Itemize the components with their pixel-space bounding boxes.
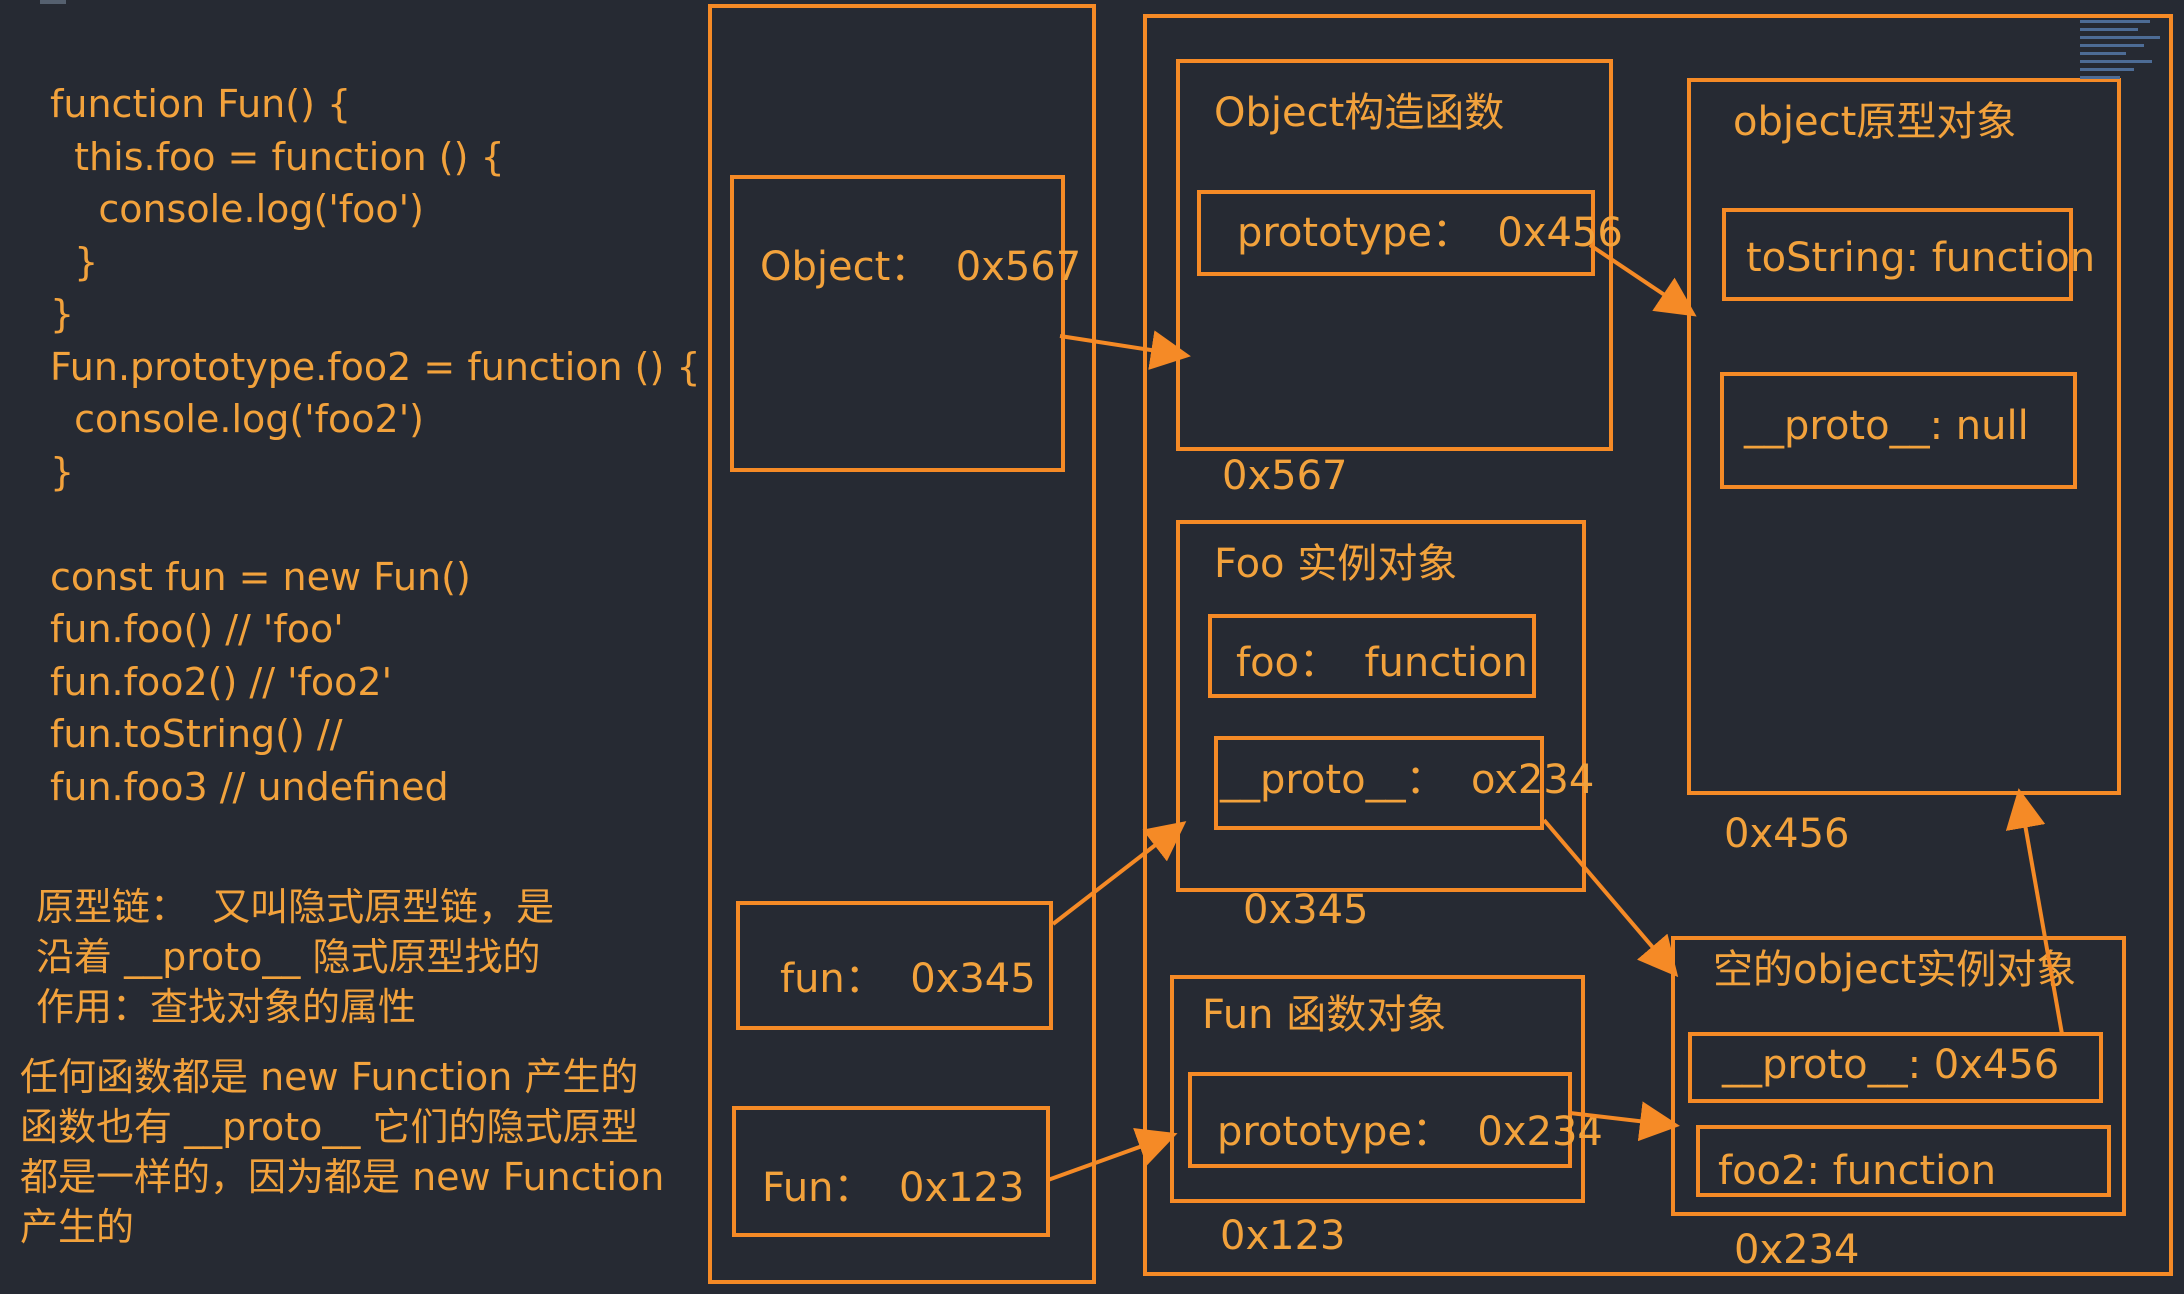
object-prototype-field: prototype： 0x456	[1197, 190, 1623, 276]
foo-instance-proto-label: __proto__： ox234	[1220, 757, 1595, 803]
stack-fun-var-label: fun： 0x345	[780, 956, 1036, 1002]
object-prototype-field-label: prototype： 0x456	[1237, 210, 1623, 256]
foo-instance-title: Foo 实例对象	[1214, 541, 1458, 587]
foo2-field: foo2: function	[1696, 1125, 2111, 1197]
code-line	[50, 498, 701, 551]
code-line: console.log('foo2')	[50, 397, 424, 441]
fun-prototype-field: prototype： 0x234	[1188, 1072, 1603, 1168]
fun-function-address: 0x123	[1220, 1213, 1346, 1259]
tostring-field: toString: function	[1722, 208, 2095, 301]
object-prototype-proto-field: __proto__: null	[1720, 372, 2077, 489]
code-line: fun.foo3 // undefined	[50, 764, 449, 809]
prototype-chain-note: 原型链： 又叫隐式原型链，是 沿着 __proto__ 隐式原型找的 作用：查找…	[36, 885, 555, 1029]
foo2-field-label: foo2: function	[1718, 1148, 1997, 1194]
fun-function-title: Fun 函数对象	[1202, 992, 1447, 1038]
object-constructor-address: 0x567	[1222, 453, 1348, 499]
function-note: 任何函数都是 new Function 产生的 函数也有 __proto__ 它…	[20, 1055, 665, 1249]
empty-object-box: 空的object实例对象	[1671, 936, 2126, 1216]
code-line: const fun = new Fun()	[50, 554, 471, 599]
stack-object-var: Object： 0x567	[730, 175, 1081, 472]
code-line: function Fun() {	[50, 82, 352, 126]
code-line: fun.foo2() // 'foo2'	[50, 659, 393, 704]
window-control-hint	[40, 0, 66, 4]
foo-field-label: foo： function	[1236, 640, 1528, 686]
code-line: fun.foo() // 'foo'	[50, 607, 344, 651]
code-line: console.log('foo')	[50, 187, 424, 231]
code-line: }	[50, 239, 99, 284]
empty-object-title: 空的object实例对象	[1713, 947, 2077, 993]
code-line: }	[50, 449, 75, 494]
stack-Fun-var: Fun： 0x123	[732, 1106, 1050, 1237]
stack-Fun-var-label: Fun： 0x123	[762, 1165, 1025, 1211]
code-snippet: function Fun() { this.foo = function () …	[50, 78, 701, 813]
foo-instance-address: 0x345	[1243, 887, 1369, 933]
empty-object-proto-label: __proto__: 0x456	[1722, 1042, 2060, 1088]
stack-region	[708, 4, 1096, 1284]
object-prototype-title: object原型对象	[1733, 99, 2017, 145]
empty-object-address: 0x234	[1734, 1227, 1860, 1273]
code-line: }	[50, 292, 75, 336]
heap-region	[1143, 14, 2173, 1276]
object-prototype-proto-label: __proto__: null	[1744, 403, 2029, 449]
stack-fun-var: fun： 0x345	[736, 901, 1053, 1030]
fun-function-box: Fun 函数对象	[1170, 975, 1585, 1203]
object-prototype-box: object原型对象	[1687, 78, 2121, 795]
foo-instance-box: Foo 实例对象	[1176, 520, 1586, 892]
code-line: fun.toString() //	[50, 712, 343, 756]
stack-object-var-label: Object： 0x567	[760, 244, 1082, 290]
object-constructor-title: Object构造函数	[1214, 90, 1505, 136]
empty-object-proto-field: __proto__: 0x456	[1688, 1032, 2103, 1103]
object-prototype-address: 0x456	[1724, 811, 1850, 857]
minimap-thumbnail	[2078, 14, 2168, 86]
code-line: Fun.prototype.foo2 = function () {	[50, 344, 701, 389]
code-line: this.foo = function () {	[50, 134, 505, 179]
tostring-field-label: toString: function	[1746, 235, 2096, 281]
fun-prototype-field-label: prototype： 0x234	[1217, 1109, 1603, 1155]
foo-instance-proto-field: __proto__： ox234	[1214, 736, 1594, 830]
foo-field: foo： function	[1208, 614, 1536, 698]
